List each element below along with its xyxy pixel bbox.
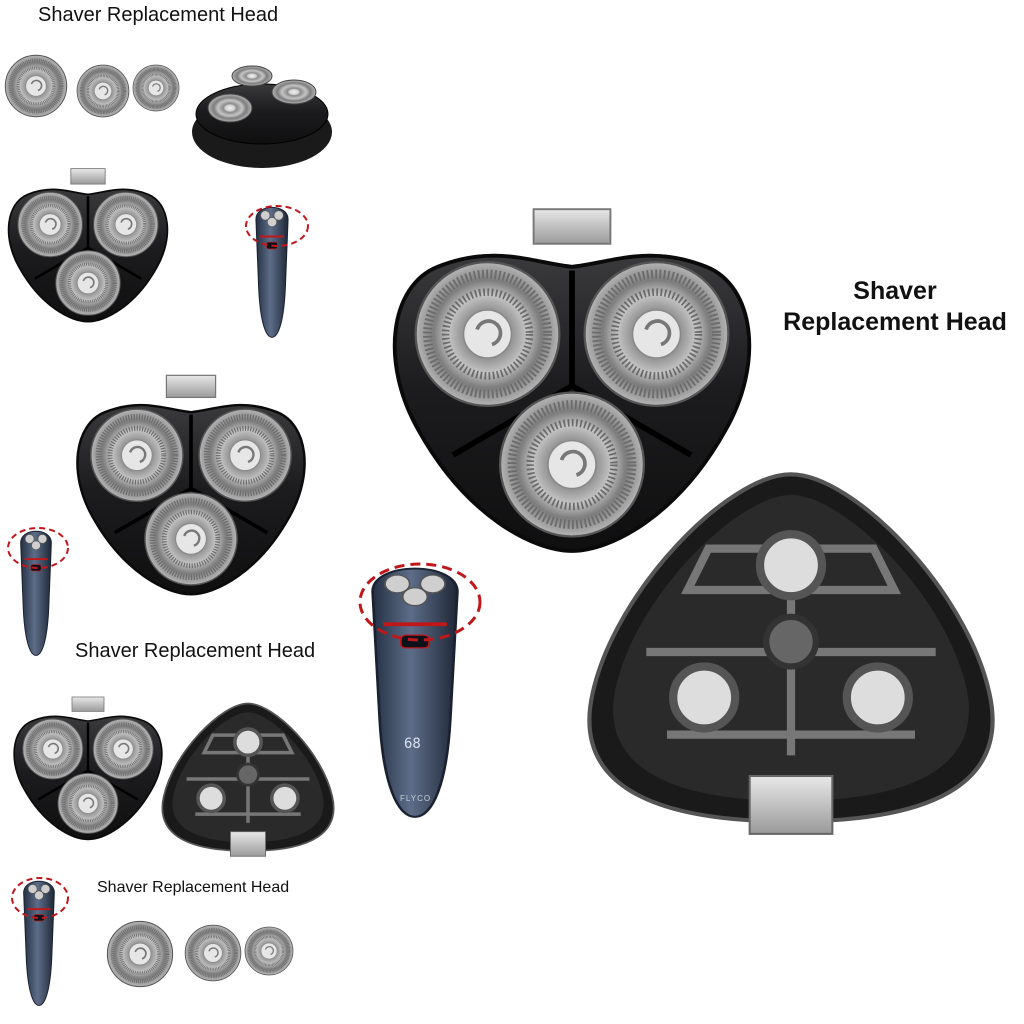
- highlight-ring-1: [245, 205, 309, 247]
- head-open-small: [160, 701, 336, 858]
- foil-disc-6: [244, 926, 294, 976]
- foil-disc-5: [184, 924, 242, 982]
- shaver-display-number: 68: [404, 736, 421, 752]
- foil-disc-2: [76, 64, 130, 118]
- foil-disc-1: [4, 54, 68, 118]
- head-open-large: [582, 466, 1000, 838]
- head-small-1: [2, 156, 174, 336]
- caption-middle: Shaver Replacement Head: [75, 640, 316, 662]
- shaver-brand-label: FLYCO: [400, 794, 432, 803]
- head-small-2: [8, 686, 168, 852]
- caption-right-line1: Shaver: [853, 277, 937, 305]
- head-side-view: [192, 65, 332, 168]
- head-medium: [68, 360, 314, 612]
- caption-top: Shaver Replacement Head: [38, 4, 279, 26]
- caption-bottom: Shaver Replacement Head: [97, 879, 290, 896]
- caption-right-line2: Replacement Head: [783, 308, 1007, 336]
- highlight-ring-2: [7, 527, 69, 569]
- foil-disc-4: [106, 920, 174, 988]
- foil-disc-3: [132, 64, 180, 112]
- highlight-ring-3: [11, 877, 69, 919]
- caption-right: Shaver Replacement Head: [770, 276, 1020, 338]
- highlight-ring-large: [358, 562, 482, 642]
